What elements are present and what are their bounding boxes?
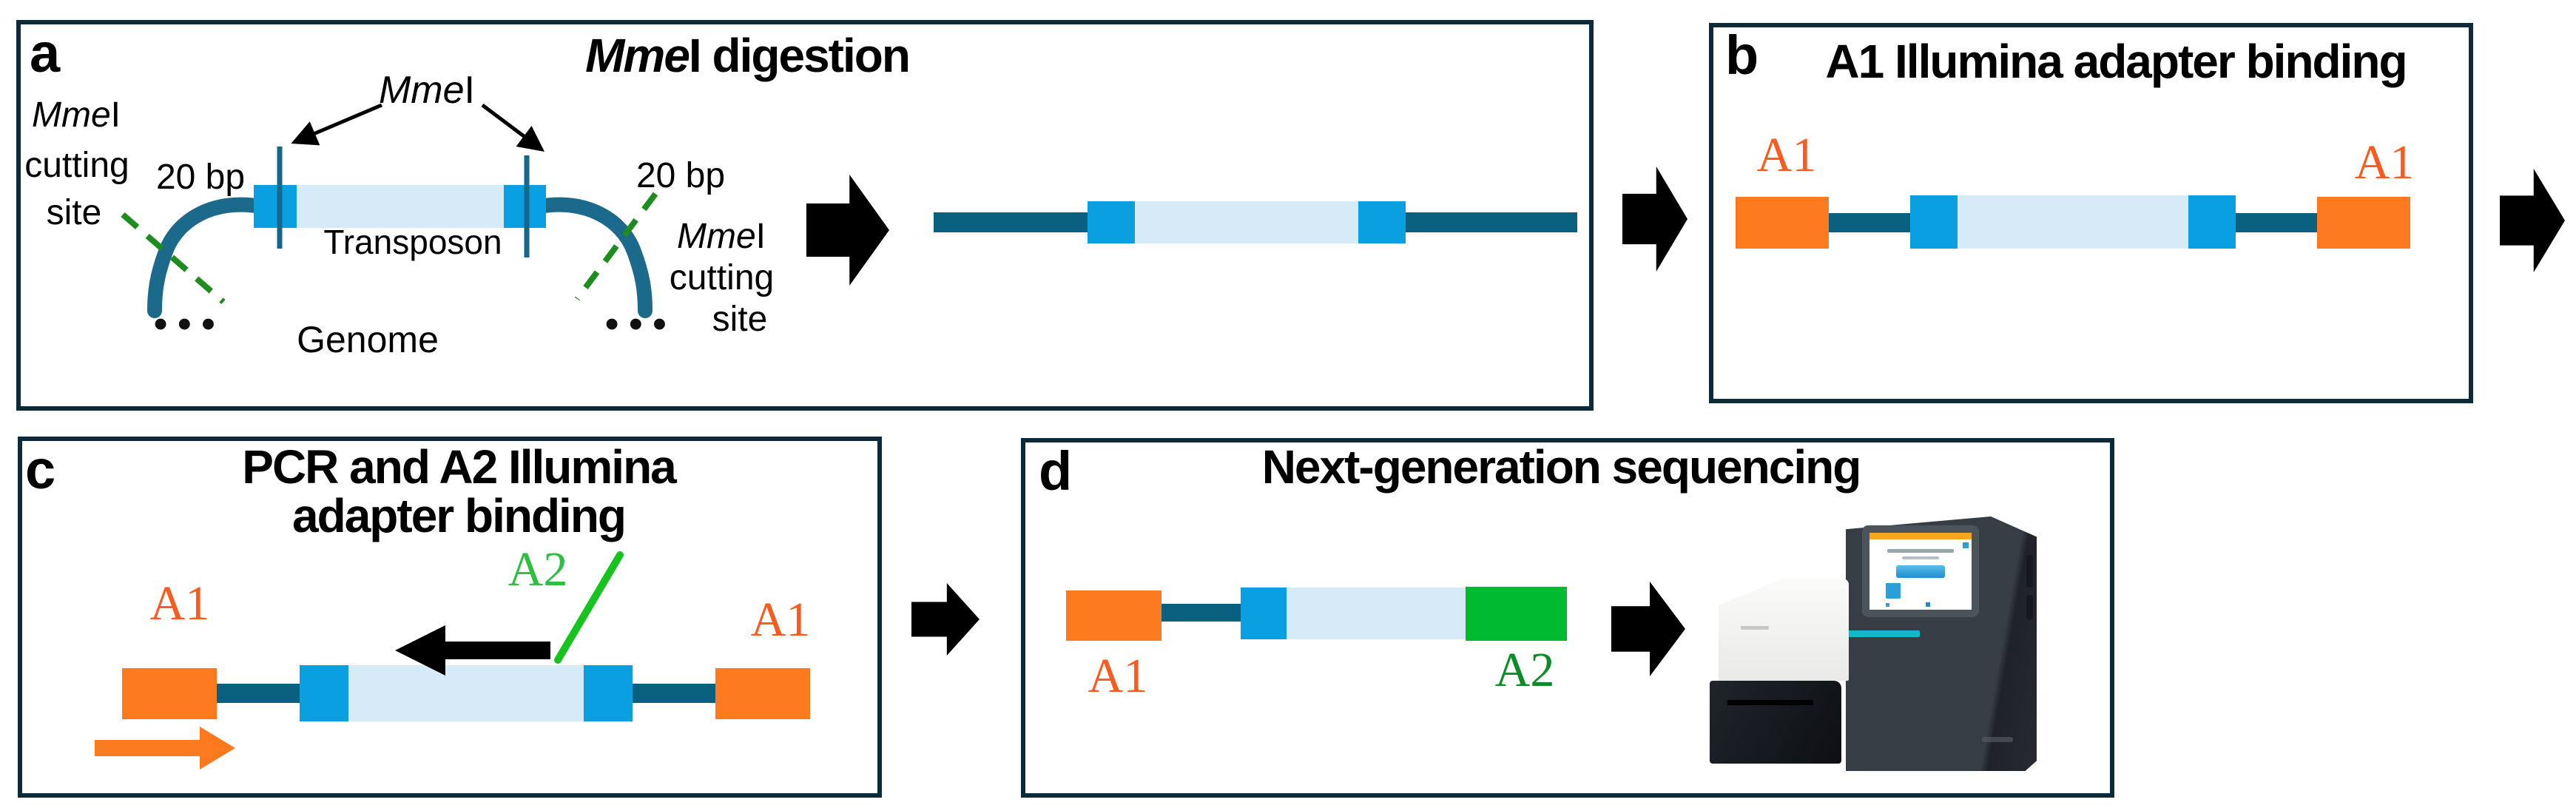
a1-label-b-right: A1: [2354, 135, 2415, 189]
fragment-c-body: [348, 665, 584, 721]
genome-ellipsis-left: •••: [154, 303, 226, 346]
cut-site-left-line3: site: [46, 193, 102, 232]
screen-status-dots: [1926, 602, 1967, 607]
screen-text-line: [1902, 556, 1939, 559]
fragment-d-body: [1287, 588, 1466, 639]
fragment-c-end-right: [584, 665, 633, 721]
a2-label-d: A2: [1494, 643, 1555, 697]
sequencer-illustration: [1698, 511, 2044, 774]
transposon-end-left: [254, 185, 297, 228]
a1-adapter-b-left: [1736, 197, 1829, 249]
mme-italic: Mme: [676, 217, 756, 256]
cut-site-right-line3: site: [712, 300, 768, 339]
cut-site-left-line1: MmeI: [28, 95, 124, 135]
fragment-a-end-left: [1088, 201, 1135, 243]
a1-label-c-left: A1: [149, 576, 210, 630]
step-arrow-b-to-c-icon: [2500, 169, 2565, 272]
panel-b-title: A1 Illumina adapter binding: [1825, 35, 2407, 88]
bp20-right-label: 20 bp: [635, 156, 726, 195]
a1-label-b-left: A1: [1756, 128, 1817, 182]
fragment-a-end-right: [1358, 201, 1406, 243]
a1-adapter-c-right: [715, 668, 810, 719]
cut-site-right-line2: cutting: [669, 258, 775, 297]
sequencer-vent-icon: [2026, 555, 2033, 588]
fragment-a-flank-right: [1406, 212, 1577, 232]
genome-label: Genome: [297, 319, 439, 360]
mmei-enzyme-italic: Mme: [378, 69, 465, 112]
mme-suffix: I: [110, 95, 121, 135]
a2-label-c: A2: [508, 542, 568, 596]
sequencer-reagent-compartment: [1719, 579, 1849, 681]
a1-adapter-c-left: [122, 668, 217, 719]
screen-primary-button: [1896, 565, 1945, 578]
a2-adapter-d: [1466, 587, 1567, 641]
panel-c-letter: c: [25, 439, 56, 500]
transposon-label: Transposon: [323, 223, 502, 261]
mmei-enzyme-suffix: I: [464, 69, 475, 112]
panel-c-title-line2: adapter binding: [292, 489, 627, 542]
fragment-b-end-right: [2188, 195, 2236, 249]
a1-adapter-b-right: [2317, 197, 2410, 249]
a1-adapter-d: [1066, 590, 1161, 641]
sequencer-touchscreen: [1869, 533, 1972, 610]
panel-a-title-italic: Mme: [585, 29, 690, 82]
sequencer-vent-icon: [2026, 595, 2033, 620]
sequencer-logo-mark: [1741, 626, 1769, 630]
fragment-b-body: [1958, 195, 2188, 249]
panel-d-title: Next-generation sequencing: [1261, 440, 1862, 494]
screen-header-bar: [1869, 533, 1972, 539]
screen-corner-button: [1963, 542, 1969, 548]
fragment-b-flank-right: [2236, 213, 2317, 232]
step-arrow-c-to-d-icon: [911, 583, 980, 656]
transposon-body: [297, 185, 504, 228]
a1-label-d: A1: [1088, 649, 1148, 703]
screen-text-line: [1887, 549, 1954, 553]
sequencer-brand-mark: [1982, 737, 2013, 742]
fragment-c-end-left: [300, 665, 348, 721]
panel-a-title: MmeI digestion: [540, 31, 954, 80]
sequencer-drawer-slot: [1727, 700, 1813, 705]
screen-nav-dots: [1886, 603, 1915, 607]
panel-c-title: PCR and A2 Illumina adapter binding: [192, 442, 725, 540]
panel-d-letter: d: [1039, 440, 1073, 502]
step-arrow-a-to-b-icon: [1622, 166, 1687, 272]
mme-suffix: I: [755, 217, 766, 256]
fragment-c-flank-left: [217, 684, 300, 703]
panel-c-title-line1: PCR and A2 Illumina: [242, 440, 677, 494]
fragment-b-end-left: [1910, 195, 1958, 249]
fragment-a-flank-left: [934, 212, 1088, 232]
a1-label-c-right: A1: [750, 593, 811, 647]
sequencer-accent-stripe: [1835, 630, 1920, 637]
mme-italic: Mme: [31, 95, 111, 135]
fragment-d-end: [1241, 588, 1287, 639]
genome-ellipsis-right: •••: [605, 303, 677, 346]
screen-icon-buttons: [1886, 583, 1957, 599]
panel-b-letter: b: [1725, 24, 1759, 86]
fragment-b-flank-left: [1829, 213, 1910, 232]
sequencer-drawer: [1710, 681, 1841, 764]
cut-site-left-line2: cutting: [24, 146, 129, 185]
panel-a-letter: a: [30, 22, 61, 84]
panel-a-title-rest: I digestion: [688, 29, 911, 82]
cut-site-right-line1: MmeI: [666, 216, 777, 257]
bp20-left-label: 20 bp: [155, 158, 246, 197]
fragment-a-body: [1135, 201, 1358, 243]
mmei-enzyme-label: MmeI: [364, 68, 490, 112]
sequencer-screen-bezel: [1862, 525, 1979, 617]
fragment-d-flank: [1161, 604, 1241, 622]
fragment-c-flank-right: [633, 684, 715, 703]
